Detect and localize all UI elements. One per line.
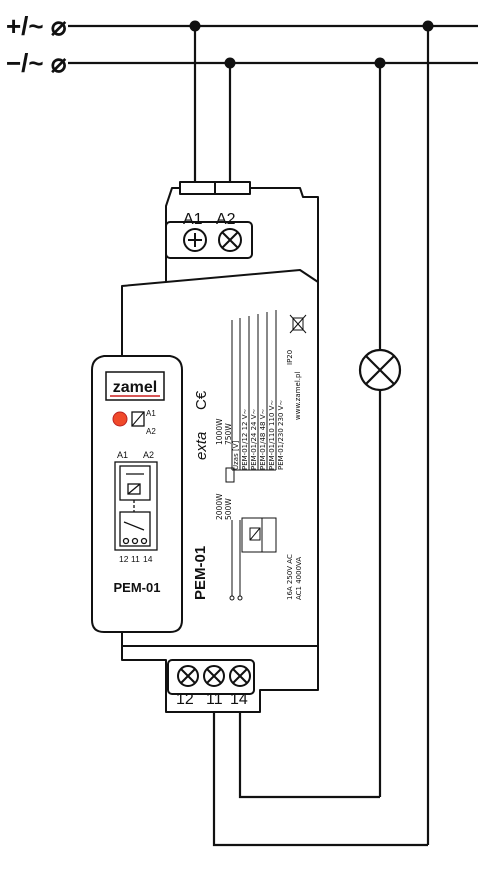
- power-line-3: 1000W: [215, 418, 224, 445]
- power-line-2: 500W: [224, 498, 233, 520]
- power-spec-group-2: 1000W 750W: [215, 418, 233, 445]
- top-screws: [183, 228, 242, 252]
- wires: [193, 26, 430, 847]
- ip-rating: IP20: [286, 350, 294, 365]
- ce-mark-group: C€: [193, 390, 210, 410]
- voltage-table: [231, 310, 277, 471]
- voltage-row: PEM-01/48 48 V∼: [259, 408, 267, 470]
- model-side-label: PEM-01: [192, 546, 209, 600]
- model-label: PEM-01: [114, 580, 161, 595]
- voltage-row-group: PEM-01/110 110 V∼: [268, 400, 276, 470]
- power-line-1: 2000W: [215, 493, 224, 520]
- plus-terminal-label: +/~ ⌀: [6, 11, 67, 41]
- top-cap: [179, 181, 216, 195]
- voltage-row-group: PEM-01/12 12 V∼: [241, 408, 249, 470]
- face-schematic: [114, 461, 158, 551]
- supply-lines: [68, 24, 478, 65]
- side-schematic: [229, 517, 277, 601]
- contact-rating: AC1 4000VA: [295, 557, 303, 600]
- website-group: www.zamel.pl: [294, 372, 302, 420]
- voltage-row: PEM-01/12 12 V∼: [241, 408, 249, 470]
- voltage-row: PEM-01/24 24 V∼: [250, 408, 258, 470]
- top-cap: [214, 181, 251, 195]
- voltage-row-group: PEM-01/48 48 V∼: [259, 408, 267, 470]
- face-label-a2: A2: [143, 450, 154, 460]
- lamp-icon: [358, 348, 402, 392]
- contact-rating-2: 16A 250V AC: [286, 554, 294, 600]
- bottom-screws: [177, 665, 251, 687]
- terminal-label-12: 12: [176, 691, 194, 708]
- minus-terminal-label: −/~ ⌀: [6, 48, 67, 78]
- terminal-label-11: 11: [206, 691, 223, 708]
- voltage-header: Uzas [V]: [232, 441, 240, 470]
- terminal-label-14: 14: [230, 691, 248, 708]
- power-spec-group: 2000W 500W: [215, 493, 233, 520]
- face-label-12: 12: [119, 554, 129, 564]
- brand-logo: zamel: [113, 379, 157, 396]
- terminal-label-a2: A2: [216, 211, 236, 228]
- disposal-icon: [289, 314, 307, 334]
- voltage-row-group: PEM-01/230 230 V∼: [277, 400, 285, 470]
- ip-group: IP20: [286, 350, 294, 365]
- side-label-group: PEM-01: [192, 546, 209, 600]
- face-label-11: 11: [131, 554, 140, 564]
- voltage-row: PEM-01/110 110 V∼: [268, 400, 276, 470]
- voltage-row-group: PEM-01/24 24 V∼: [250, 408, 258, 470]
- terminal-label-a1: A1: [183, 211, 203, 228]
- face-label-14: 14: [143, 554, 153, 564]
- exta-logo-group: exta: [193, 432, 210, 460]
- wire-contact-11: [212, 678, 428, 847]
- power-icon: [225, 467, 235, 483]
- junction-dots: [189, 20, 434, 69]
- ce-mark: C€: [193, 390, 210, 410]
- exta-logo: exta: [193, 432, 210, 460]
- face-label-a1: A1: [117, 450, 128, 460]
- wire-contact-14: [238, 678, 380, 799]
- led-label-a2: A2: [146, 427, 156, 436]
- power-line-4: 750W: [224, 423, 233, 445]
- voltage-row: PEM-01/230 230 V∼: [277, 400, 285, 470]
- website-text: www.zamel.pl: [294, 372, 302, 420]
- contact-rating-group: 16A 250V AC AC1 4000VA: [286, 554, 303, 600]
- voltage-header-group: Uzas [V]: [232, 441, 240, 470]
- led-label-a1: A1: [146, 409, 156, 418]
- status-led: [112, 411, 128, 427]
